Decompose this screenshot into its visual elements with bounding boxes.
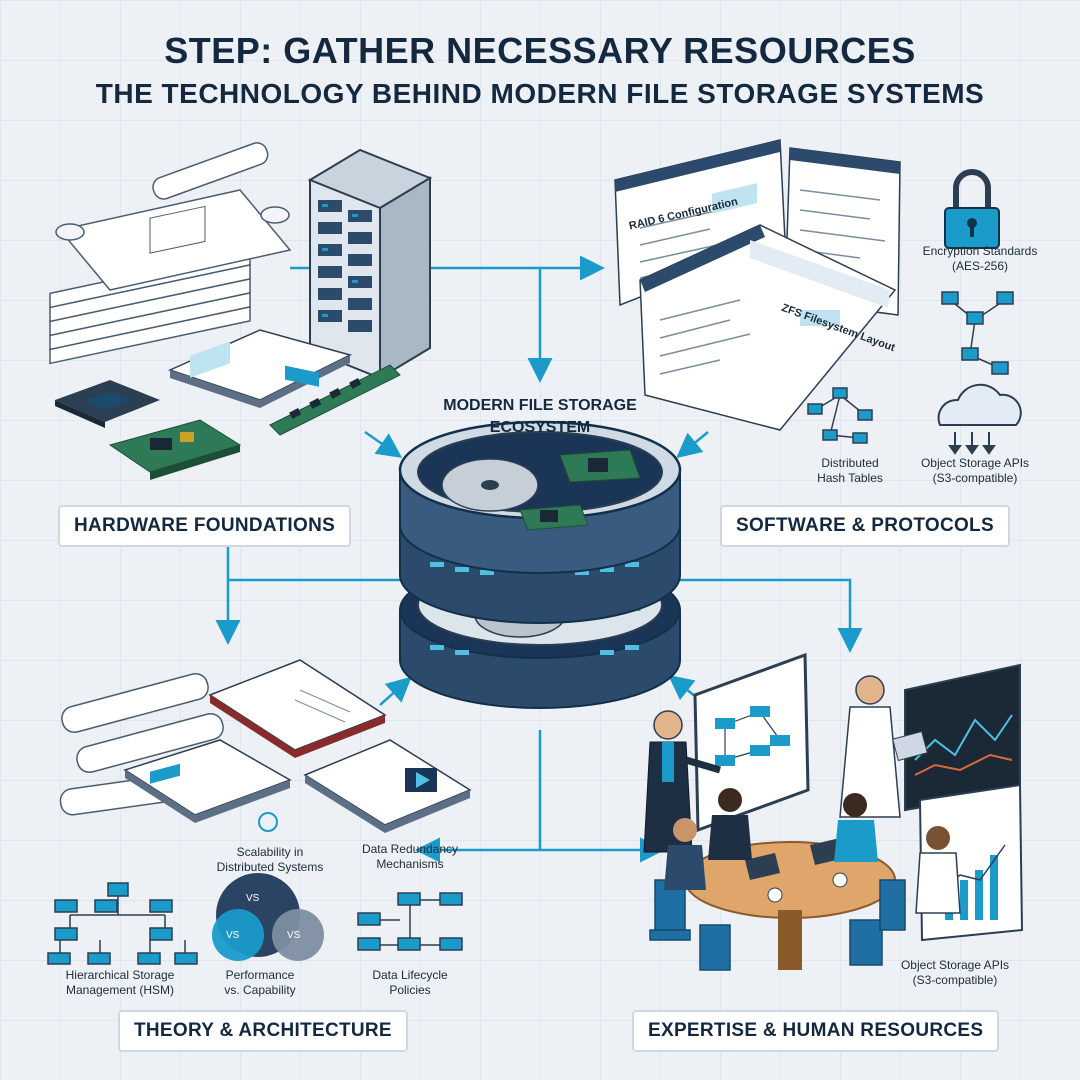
lifecycle-flow-icon	[357, 892, 463, 951]
ecosystem-center-label: MODERN FILE STORAGE ECOSYSTEM	[400, 395, 680, 438]
expertise-object-storage-line1: Object Storage APIs	[900, 958, 1010, 972]
venn-vs-right: VS	[287, 930, 301, 941]
expertise-object-storage-label: Object Storage APIs (S3-compatible)	[885, 958, 1025, 988]
object-storage-label: Object Storage APIs (S3-compatible)	[900, 456, 1050, 486]
dht-label-line2: Hash Tables	[817, 471, 883, 485]
blueprint-stack-icon	[49, 142, 292, 365]
redundancy-label: Data Redundancy Mechanisms	[345, 842, 475, 872]
raid-config-window	[614, 139, 786, 307]
server-rack-icon	[307, 148, 433, 380]
hsm-label: Hierarchical Storage Management (HSM)	[40, 968, 200, 998]
lifecycle-label-line2: Policies	[389, 983, 431, 997]
cpu-chip-icon	[55, 380, 160, 428]
circuit-board-icon	[108, 419, 242, 480]
lifecycle-label: Data Lifecycle Policies	[355, 968, 465, 998]
lock-icon	[944, 169, 1000, 249]
section-software-label: SOFTWARE & PROTOCOLS	[720, 505, 1010, 547]
section-expertise-label: EXPERTISE & HUMAN RESOURCES	[632, 1010, 1000, 1052]
page-title: STEP: GATHER NECESSARY RESOURCES	[164, 30, 916, 71]
expertise-object-storage-line2: (S3-compatible)	[912, 973, 998, 987]
scalability-label: Scalability in Distributed Systems	[200, 845, 340, 875]
open-book-icon	[208, 659, 387, 758]
storage-cylinder-stack	[398, 420, 682, 709]
scalability-label-line2: Distributed Systems	[216, 860, 324, 874]
scalability-label-line1: Scalability in	[236, 845, 304, 859]
redundancy-label-line2: Mechanisms	[376, 857, 444, 871]
arrow-hw-to-center	[364, 430, 403, 458]
whiteboard-flowchart-icon	[693, 652, 810, 833]
redundancy-label-line1: Data Redundancy	[361, 842, 459, 856]
section-hardware-label: HARDWARE FOUNDATIONS	[58, 505, 352, 547]
encryption-label-line2: (AES-256)	[951, 259, 1009, 273]
venn-vs-top: VS	[246, 893, 260, 904]
page-subtitle: THE TECHNOLOGY BEHIND MODERN FILE STORAG…	[95, 78, 985, 109]
hash-table-icon	[807, 387, 873, 444]
arrow-sw-to-center	[676, 431, 709, 459]
venn-vs-left: VS	[226, 930, 240, 941]
lifecycle-label-line1: Data Lifecycle	[372, 968, 448, 982]
venn-diagram-icon	[212, 873, 324, 961]
open-book-icon-2	[123, 739, 292, 823]
section-theory-label: THEORY & ARCHITECTURE	[118, 1010, 408, 1052]
center-label-line2: ECOSYSTEM	[489, 418, 591, 436]
object-storage-label-line1: Object Storage APIs	[920, 456, 1030, 470]
dht-label-line1: Distributed	[821, 456, 879, 470]
object-storage-label-line2: (S3-compatible)	[932, 471, 1018, 485]
performance-label-line1: Performance	[225, 968, 295, 982]
arrow-sw-down	[680, 578, 863, 653]
hsm-hierarchy-icon	[47, 882, 198, 965]
chair-icons	[649, 879, 906, 971]
scalability-icon	[258, 812, 278, 832]
dht-label: Distributed Hash Tables	[800, 456, 900, 486]
person-figures	[643, 675, 961, 914]
hsm-label-line1: Hierarchical Storage	[65, 968, 175, 982]
performance-label: Performance vs. Capability	[200, 968, 320, 998]
cloud-storage-icon	[937, 383, 1022, 455]
ram-module-icon	[269, 364, 401, 436]
encryption-label: Encryption Standards (AES-256)	[905, 244, 1055, 274]
manual-book-icon	[167, 329, 353, 408]
open-book-icon-3	[303, 739, 472, 833]
performance-label-line2: vs. Capability	[224, 983, 296, 997]
center-label-line1: MODERN FILE STORAGE	[443, 397, 637, 414]
arrow-theory-to-center	[379, 676, 412, 706]
hsm-label-line2: Management (HSM)	[65, 983, 175, 997]
network-nodes-icon	[941, 291, 1014, 375]
zfs-layout-window	[639, 224, 897, 431]
encryption-label-line1: Encryption Standards	[922, 244, 1038, 258]
